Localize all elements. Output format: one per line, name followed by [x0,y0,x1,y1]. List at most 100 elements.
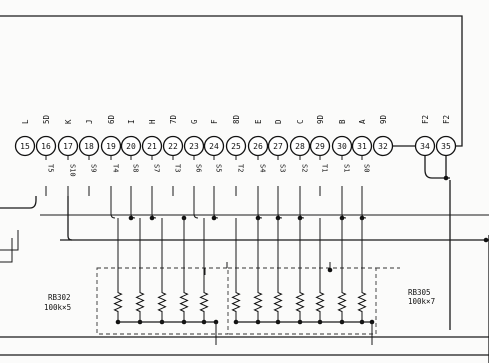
pin-number: 31 [357,142,367,151]
resistor [199,280,209,322]
pin-20: 20 [120,135,142,157]
resistor [157,280,167,322]
top-label: 8D [232,114,241,124]
pin-number: 29 [315,142,325,151]
top-label: I [127,119,136,124]
pin-circle [14,135,36,157]
pin-number: 30 [337,142,347,151]
pin-number: 25 [231,142,241,151]
pin-24: 24 [203,135,225,157]
top-label: 9D [316,114,325,124]
pin-number: 28 [295,142,305,151]
signal-label: S7 [153,164,161,172]
pin-16: 16 [35,135,57,157]
top-label: G [190,119,199,124]
top-label: 6D [107,114,116,124]
signal-label: S10 [69,164,77,177]
junction-dot [211,215,217,221]
resistor [357,280,367,322]
top-label: 5D [42,114,51,124]
resistor-symbol [253,280,263,322]
pin-18: 18 [78,135,100,157]
pin-23: 23 [183,135,205,157]
resistor [295,280,305,322]
top-label: J [85,119,94,124]
signal-label: S1 [343,164,351,172]
signal-label: T1 [321,164,329,172]
pin-number: 23 [189,142,199,151]
pin-19: 19 [100,135,122,157]
rb302-name: RB302 [48,293,71,302]
pin-number: 34 [420,142,430,151]
pin-number: 22 [168,142,178,151]
junction-dot [128,215,134,221]
resistor [135,280,145,322]
resistor [273,280,283,322]
signal-label: S9 [90,164,98,172]
top-label: 9D [379,114,388,124]
top-label: C [296,119,305,124]
pin-17: 17 [57,135,79,157]
rb305-package [228,267,377,335]
top-label: H [148,119,157,124]
resistor-symbol [357,280,367,322]
resistor [337,280,347,322]
junction-dot [149,215,155,221]
pin-number: 26 [253,142,263,151]
pin-number: 21 [147,142,157,151]
pin-number: 15 [20,142,30,151]
top-label: F [210,119,219,124]
pin34-wire [424,155,450,179]
pin-number: 18 [84,142,94,151]
pin-32: 32 [372,135,394,157]
top-label: F2 [442,115,451,124]
net-wire [110,196,116,219]
signal-label: S3 [279,164,287,172]
top-label: B [338,119,347,124]
top-frame-wire [0,15,463,147]
resistor-symbol [135,280,145,322]
resistor-symbol [157,280,167,322]
top-label: K [64,119,73,124]
resistor [253,280,263,322]
pin-number: 16 [41,142,51,151]
signal-label: T4 [112,164,120,172]
pin-27: 27 [267,135,289,157]
junction-dot [327,267,333,273]
bus-wire [0,196,37,209]
top-label: L [21,119,30,124]
static-wires [0,15,489,363]
pin-15: 15 [14,135,36,157]
resistor-symbol [199,280,209,322]
pin-number: 20 [126,142,136,151]
resistor-symbol [315,280,325,322]
resistor [113,280,123,322]
pin-circle [414,135,436,157]
long-wire [67,196,73,241]
rb305-value: 100k×7 [408,297,435,306]
resistor-symbol [231,280,241,322]
pin-31: 31 [351,135,373,157]
resistor-symbol [113,280,123,322]
pin-number: 32 [378,142,388,151]
pin-30: 30 [331,135,353,157]
junction-dot [443,175,449,181]
signal-label: S6 [195,164,203,172]
resistor-symbol [273,280,283,322]
signal-label: S0 [363,164,371,172]
pin-circle [435,135,457,157]
signal-label: S2 [301,164,309,172]
net-wire [193,196,199,219]
rb302-value: 100k×5 [44,303,71,312]
resistor-symbol [295,280,305,322]
pin-34: 34 [414,135,436,157]
pin-number: 35 [441,142,451,151]
pin-29: 29 [309,135,331,157]
top-label: A [358,119,367,124]
signal-label: T3 [174,164,182,172]
pin-26: 26 [247,135,269,157]
pin-21: 21 [141,135,163,157]
